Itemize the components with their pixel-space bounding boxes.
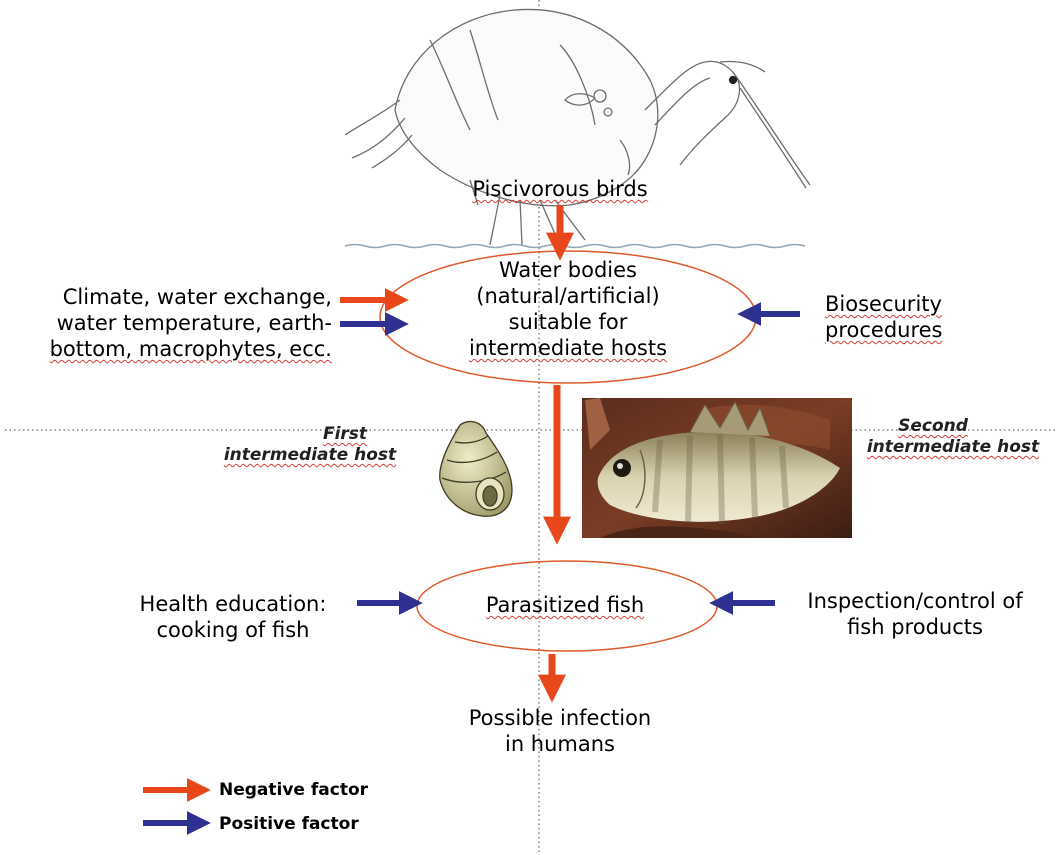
- factor-biosecurity: Biosecurity procedures: [825, 291, 1045, 343]
- factor-biosecurity-line-2: procedures: [825, 317, 1045, 343]
- tilapia-photo: [582, 398, 852, 538]
- node-water-bodies: Water bodies (natural/artificial) suitab…: [433, 257, 703, 361]
- factor-health-education-line-2: cooking of fish: [108, 617, 358, 643]
- factor-biosecurity-line-1-text: Biosecurity: [825, 292, 942, 316]
- node-water-bodies-line-2: (natural/artificial): [433, 283, 703, 309]
- host-second-line-2: intermediate host: [848, 437, 1058, 458]
- host-first-line-2: intermediate host: [195, 445, 425, 466]
- host-second: Second intermediate host: [848, 416, 1058, 458]
- node-parasitized-fish: Parasitized fish: [440, 592, 690, 618]
- host-first-line-1-text: First: [323, 424, 367, 444]
- node-possible-infection-line-2: in humans: [425, 731, 695, 757]
- legend-negative-text: Negative factor: [219, 780, 368, 800]
- heron-illustration: [345, 9, 810, 245]
- factor-health-education-line-1: Health education:: [108, 591, 358, 617]
- factor-climate: Climate, water exchange, water temperatu…: [0, 284, 332, 362]
- factor-biosecurity-line-1: Biosecurity: [825, 291, 1045, 317]
- node-possible-infection-line-1: Possible infection: [425, 705, 695, 731]
- water-surface-line: [345, 245, 805, 248]
- node-water-bodies-line-4: intermediate hosts: [433, 335, 703, 361]
- host-second-line-1-text: Second: [898, 416, 968, 436]
- node-water-bodies-line-4-text: intermediate hosts: [469, 336, 667, 360]
- host-first: First intermediate host: [195, 424, 425, 466]
- host-first-line-2-text: intermediate host: [224, 445, 396, 465]
- host-second-line-1: Second: [848, 416, 1058, 437]
- node-parasitized-fish-label: Parasitized fish: [486, 593, 644, 617]
- factor-inspection-line-1: Inspection/control of: [780, 588, 1050, 614]
- snail-shell-illustration: [440, 422, 512, 517]
- host-first-line-1: First: [195, 424, 425, 445]
- legend-positive-text: Positive factor: [219, 814, 359, 834]
- factor-climate-line-3-text: bottom, macrophytes, ecc.: [50, 337, 332, 361]
- host-second-line-2-text: intermediate host: [867, 437, 1039, 457]
- factor-climate-line-1: Climate, water exchange,: [0, 284, 332, 310]
- node-water-bodies-line-1: Water bodies: [433, 257, 703, 283]
- factor-biosecurity-line-2-text: procedures: [825, 318, 943, 342]
- factor-health-education: Health education: cooking of fish: [108, 591, 358, 643]
- node-possible-infection: Possible infection in humans: [425, 705, 695, 757]
- legend-positive-label: Positive factor: [219, 814, 359, 834]
- factor-inspection: Inspection/control of fish products: [780, 588, 1050, 640]
- factor-climate-line-3: bottom, macrophytes, ecc.: [0, 336, 332, 362]
- node-piscivorous-birds: Piscivorous birds: [440, 176, 680, 202]
- legend-negative-label: Negative factor: [219, 780, 368, 800]
- factor-inspection-line-2: fish products: [780, 614, 1050, 640]
- node-piscivorous-birds-label: Piscivorous birds: [472, 177, 647, 201]
- factor-climate-line-2: water temperature, earth-: [0, 310, 332, 336]
- node-water-bodies-line-3: suitable for: [433, 309, 703, 335]
